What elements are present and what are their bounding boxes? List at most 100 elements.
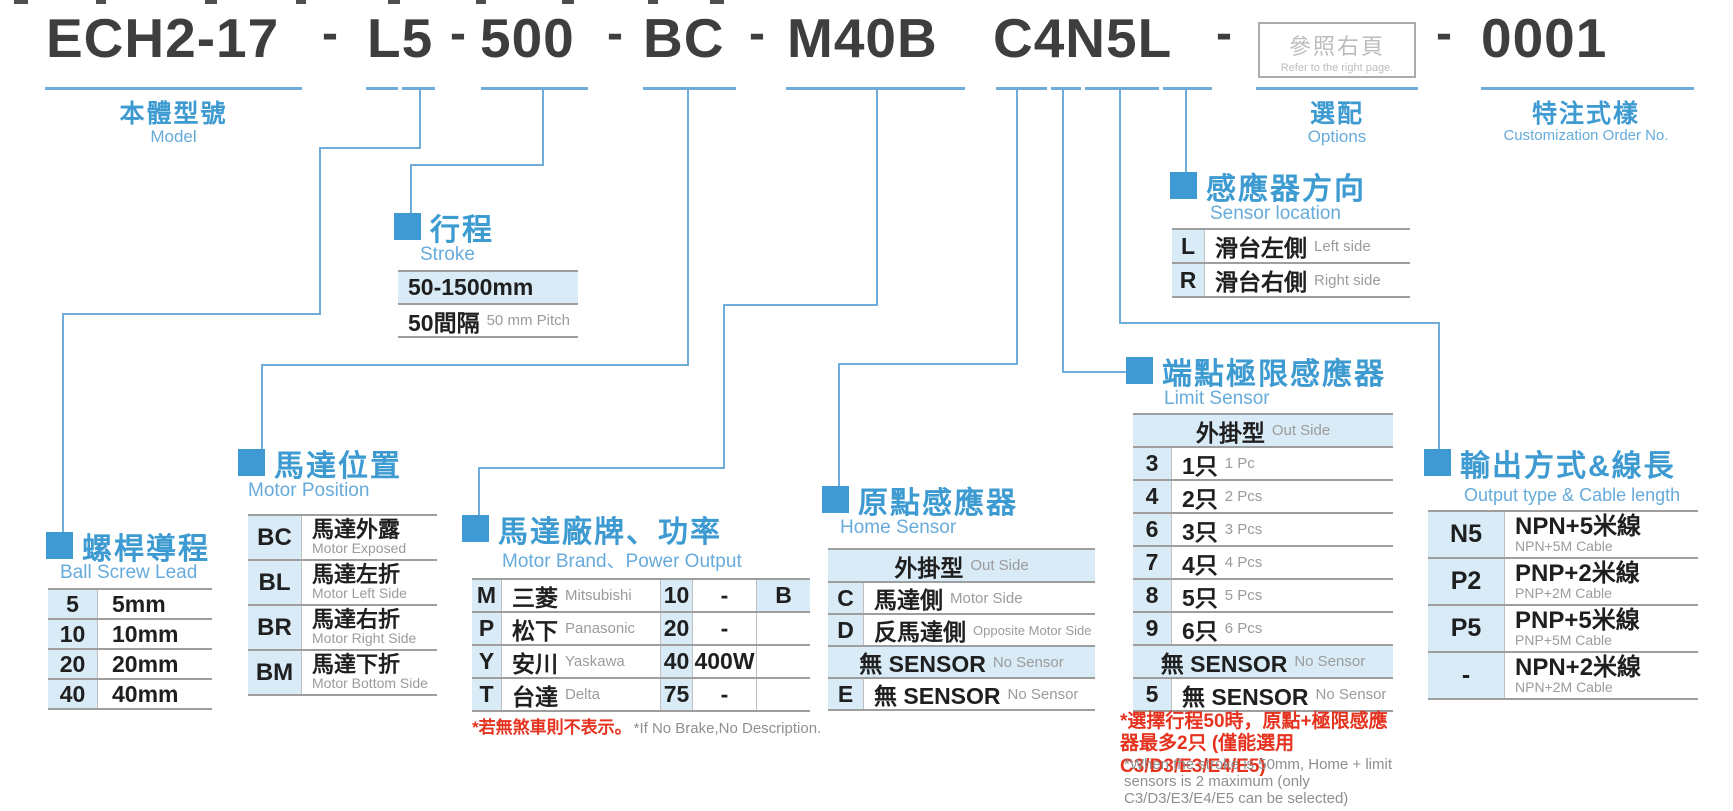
motor-brand-note: *若無煞車則不表示。*If No Brake,No Description. — [472, 713, 821, 738]
underline-lead-5 — [402, 87, 435, 90]
top-edge-artifact — [476, 0, 486, 4]
code-cell: N5 — [1428, 512, 1505, 557]
desc-en: Opposite Motor Side — [973, 622, 1092, 638]
power-code-cell: 20 — [660, 613, 692, 644]
desc-en: 4 Pcs — [1224, 554, 1263, 571]
header-en: Out Side — [1271, 422, 1331, 439]
desc-cell: NPN+5米線 NPN+5M Cable — [1505, 512, 1698, 557]
code-cell: 9 — [1133, 613, 1172, 644]
model-label-cn: 本體型號 — [119, 100, 228, 128]
connector-segment — [687, 90, 689, 364]
desc-cn: 滑台左側 — [1215, 235, 1307, 261]
table-row: 3 1只 1 Pc — [1133, 448, 1393, 481]
brand-cn: 台達 — [512, 683, 558, 710]
code-cell: 40 — [48, 680, 98, 708]
header-cn: 外掛型 — [894, 554, 964, 581]
code-cell: BL — [248, 561, 302, 604]
desc-en: Left side — [1314, 237, 1371, 255]
header-en: Out Side — [970, 557, 1029, 574]
power-cell: 400W — [692, 646, 756, 677]
no-sensor-cn: 無 SENSOR — [859, 651, 986, 677]
brand-cell: 安川 Yaskawa — [502, 646, 660, 677]
code-cell: E — [828, 679, 864, 709]
lead-title-en: Ball Screw Lead — [60, 562, 198, 583]
lead-bullet-icon — [46, 532, 73, 559]
brake-cell: B — [756, 580, 810, 611]
table-row: T 台達 Delta 75 - — [472, 679, 810, 712]
code-cell: 8 — [1133, 580, 1172, 611]
code-motor-position: BC — [643, 7, 725, 69]
code-stroke: 500 — [480, 7, 575, 69]
connector-segment — [838, 363, 840, 486]
power-code-cell: 75 — [660, 679, 692, 710]
desc-cell: 4只 4 Pcs — [1172, 547, 1393, 578]
code-dash: - — [1216, 7, 1232, 60]
code-cell: 7 — [1133, 547, 1172, 578]
desc-en: NPN+2M Cable — [1515, 679, 1613, 696]
desc-cell: NPN+2米線 NPN+2M Cable — [1505, 653, 1698, 698]
code-dash: - — [450, 7, 466, 60]
underline-stroke — [481, 87, 588, 90]
brand-en: Panasonic — [565, 620, 636, 637]
connector-segment — [319, 147, 421, 149]
desc-cell: 馬達側 Motor Side — [864, 583, 1095, 613]
code-cell: D — [828, 615, 864, 645]
code-custom: 0001 — [1481, 7, 1608, 69]
desc-cn: NPN+2米線 — [1515, 654, 1642, 682]
no-sensor-en: No Sensor — [1294, 653, 1366, 670]
code-cell: BR — [248, 606, 302, 649]
connector-segment — [410, 164, 544, 166]
code-cell: BC — [248, 516, 302, 559]
lead-title-cn: 螺桿導程 — [82, 533, 210, 566]
options-box-cn: 參照右頁 — [1288, 34, 1385, 59]
code-cell: BM — [248, 651, 302, 694]
code-sensors: C4N5L — [993, 7, 1173, 69]
desc-cell: 無 SENSOR No Sensor — [1172, 679, 1393, 710]
table-row: E 無 SENSOR No Sensor — [828, 679, 1095, 711]
home-sensor-bullet-icon — [822, 486, 849, 513]
code-cell: M — [472, 580, 502, 611]
header-cn: 外掛型 — [1195, 419, 1265, 446]
motor-brand-title-cn: 馬達廠牌、功率 — [498, 516, 722, 549]
sensor-location-title-en: Sensor location — [1210, 203, 1341, 224]
sensor-location-bullet-icon — [1170, 172, 1197, 199]
connector-segment — [1062, 90, 1064, 371]
top-edge-artifact — [96, 0, 106, 4]
sensor-location-table: L 滑台左側 Left side R 滑台右側 Right side — [1172, 228, 1410, 298]
desc-cell: 20mm — [112, 650, 179, 677]
model-label-en: Model — [150, 127, 197, 146]
desc-en: 3 Pcs — [1224, 521, 1263, 538]
table-row: 40 40mm — [48, 680, 212, 710]
output-title-cn: 輸出方式&線長 — [1460, 450, 1676, 483]
brand-cn: 三菱 — [512, 584, 558, 611]
desc-cn: NPN+5米線 — [1515, 513, 1642, 541]
desc-en: 6 Pcs — [1224, 620, 1263, 637]
connector-segment — [62, 313, 64, 532]
table-row: 8 5只 5 Pcs — [1133, 580, 1393, 613]
table-row: - NPN+2米線 NPN+2M Cable — [1428, 653, 1698, 700]
header-cell: 外掛型 Out Side — [828, 550, 1095, 581]
code-cell: L — [1172, 230, 1205, 262]
desc-cell: 滑台左側 Left side — [1205, 230, 1410, 262]
code-motor: M40B — [787, 7, 938, 69]
desc-cn: 5只 — [1182, 584, 1218, 611]
desc-cell: 3只 3 Pcs — [1172, 514, 1393, 545]
brand-cn: 安川 — [512, 650, 558, 677]
desc-en: NPN+5M Cable — [1515, 538, 1613, 555]
desc-cn: 4只 — [1182, 551, 1218, 578]
connector-segment — [876, 90, 878, 304]
desc-en: 2 Pcs — [1224, 488, 1263, 505]
code-cell: P — [472, 613, 502, 644]
table-row: 50-1500mm — [398, 272, 578, 305]
underline-options — [1256, 87, 1418, 90]
desc-cn: 無 SENSOR — [1182, 683, 1309, 710]
no-sensor-cell: 無 SENSOR No Sensor — [828, 647, 1095, 677]
header-cell: 外掛型 Out Side — [1133, 415, 1393, 446]
table-row: D 反馬達側 Opposite Motor Side — [828, 615, 1095, 647]
table-row: BC 馬達外露 Motor Exposed — [248, 516, 437, 561]
brand-en: Yaskawa — [565, 653, 625, 670]
desc-cell: 1只 1 Pc — [1172, 448, 1393, 479]
desc-cell: 滑台右側 Right side — [1205, 264, 1410, 296]
brand-cn: 松下 — [512, 617, 558, 644]
